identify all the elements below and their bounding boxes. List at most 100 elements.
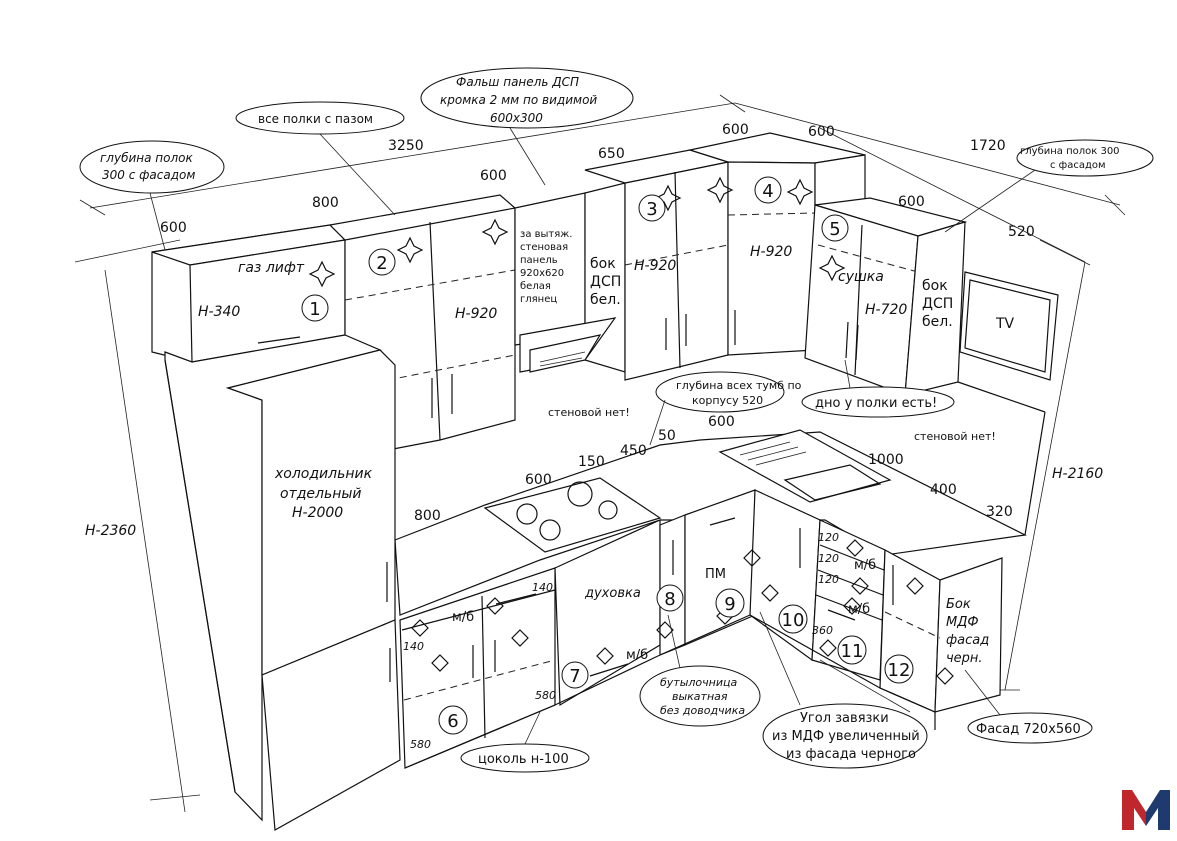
label-fridge-height: Н-2000 — [292, 505, 343, 521]
num-5: 5 — [829, 219, 840, 240]
label-gas-lift: газ лифт — [238, 260, 305, 276]
callout-base-depth-1: глубина всех тумб по — [676, 379, 802, 392]
label-side-dsp-2b: ДСП — [922, 296, 953, 312]
dim-600-right: 600 — [708, 414, 735, 430]
label-side-mdf-3: фасад — [946, 633, 989, 648]
part-labels: газ лифт холодильник отдельный Н-2000 за… — [238, 229, 1015, 666]
label-side-mdf-1: Бок — [946, 597, 971, 612]
dim-140-a: 140 — [532, 581, 553, 594]
dim-650: 650 — [598, 146, 625, 162]
callout-text: глубина полок 300 с фасадом все полки с … — [100, 75, 1120, 767]
num-1: 1 — [309, 299, 320, 320]
dim-h920-b: H-920 — [634, 258, 676, 274]
label-side-mdf-2: МДФ — [946, 615, 979, 630]
num-9: 9 — [724, 594, 735, 615]
dim-h720: H-720 — [865, 302, 907, 318]
label-side-mdf-4: черн. — [946, 651, 983, 666]
label-mb-1: м/б — [452, 610, 474, 625]
dim-1720: 1720 — [970, 138, 1006, 154]
fridge-column — [164, 334, 401, 831]
callout-false-panel-2: кромка 2 мм по видимой — [440, 93, 597, 107]
label-dishwasher: ПМ — [705, 567, 726, 582]
dim-320: 320 — [986, 504, 1013, 520]
dim-h340: H-340 — [198, 304, 240, 320]
dim-600-d: 600 — [808, 124, 835, 140]
callout-corner-1: Угол завязки — [800, 711, 889, 726]
label-mb-4: м/б — [848, 602, 870, 617]
number-text: 1 2 3 4 5 6 7 8 9 10 11 12 — [309, 181, 910, 732]
dim-h920-c: H-920 — [750, 244, 792, 260]
num-8: 8 — [664, 589, 675, 610]
callout-bubbles — [79, 67, 1154, 773]
brand-logo — [1122, 790, 1170, 830]
label-side-dsp-2a: бок — [922, 278, 948, 294]
num-3: 3 — [646, 199, 657, 220]
dim-580-a: 580 — [535, 689, 556, 702]
dim-600-base: 600 — [525, 472, 552, 488]
label-hood-2: стеновая — [520, 242, 568, 253]
callout-shelf-bottom: дно у полки есть! — [815, 396, 937, 411]
dim-450: 450 — [620, 443, 647, 459]
num-11: 11 — [841, 641, 864, 662]
label-side-dsp-1b: ДСП — [590, 274, 621, 290]
label-hood-5: белая — [520, 281, 551, 292]
label-oven: духовка — [584, 586, 641, 601]
callout-facade: Фасад 720х560 — [976, 722, 1081, 737]
callout-false-panel-1: Фальш панель ДСП — [456, 75, 579, 89]
callout-shelf-depth-right-2: с фасадом — [1050, 160, 1106, 171]
label-tv: TV — [995, 316, 1015, 332]
upper-cabinets — [151, 132, 1059, 451]
label-side-dsp-2c: бел. — [922, 314, 953, 330]
label-fridge-2: отдельный — [280, 486, 362, 502]
dim-800-top: 800 — [312, 195, 339, 211]
dim-400: 400 — [930, 482, 957, 498]
callout-bottle-3: без доводчика — [660, 704, 745, 717]
dim-580-b: 580 — [410, 738, 431, 751]
callout-false-panel-3: 600х300 — [490, 111, 543, 125]
cabinet-numbers — [301, 176, 914, 735]
num-4: 4 — [762, 181, 773, 202]
num-6: 6 — [447, 711, 458, 732]
callout-corner-3: из фасада черного — [786, 747, 916, 762]
callout-shelf-depth-left-2: 300 с фасадом — [102, 168, 195, 182]
num-7: 7 — [569, 666, 580, 687]
dim-520-top: 520 — [1008, 224, 1035, 240]
callout-base-depth-2: корпусу 520 — [692, 394, 763, 407]
gloss-marks — [308, 176, 954, 685]
label-side-dsp-1c: бел. — [590, 292, 621, 308]
dim-600-c: 600 — [722, 122, 749, 138]
num-12: 12 — [888, 660, 911, 681]
dim-600-b: 600 — [480, 168, 507, 184]
label-mb-3: м/б — [854, 558, 876, 573]
dim-600-a: 600 — [160, 220, 187, 236]
callout-shelf-depth-right-1: глубина полок 300 — [1020, 146, 1120, 157]
callout-bottle-1: бутылочница — [660, 676, 737, 689]
callout-plinth: цоколь н-100 — [478, 752, 569, 767]
dim-h920-a: H-920 — [455, 306, 497, 322]
dim-150: 150 — [578, 454, 605, 470]
label-hood-6: глянец — [520, 294, 557, 305]
dim-120-c: 120 — [818, 573, 839, 586]
dim-h2160: H-2160 — [1052, 466, 1103, 482]
label-fridge-1: холодильник — [274, 466, 373, 482]
num-10: 10 — [782, 610, 805, 631]
dim-h2360: H-2360 — [85, 523, 136, 539]
label-side-dsp-1a: бок — [590, 256, 616, 272]
label-hood-4: 920х620 — [520, 268, 564, 279]
label-mb-2: м/б — [626, 648, 648, 663]
dimension-text: 3250 600 800 600 650 600 600 1720 600 52… — [85, 122, 1103, 539]
label-drying: сушка — [838, 269, 884, 285]
callout-all-shelves: все полки с пазом — [258, 112, 373, 126]
dim-50: 50 — [658, 428, 676, 444]
dim-3250: 3250 — [388, 138, 424, 154]
callout-shelf-depth-left-1: глубина полок — [100, 151, 193, 165]
label-hood-1: за вытяж. — [520, 229, 572, 240]
label-hood-3: панель — [520, 255, 558, 266]
label-no-wall-1: стеновой нет! — [548, 406, 630, 419]
num-2: 2 — [376, 253, 387, 274]
callout-corner-2: из МДФ увеличенный — [772, 729, 920, 744]
dim-800-base: 800 — [414, 508, 441, 524]
label-no-wall-2: стеновой нет! — [914, 430, 996, 443]
